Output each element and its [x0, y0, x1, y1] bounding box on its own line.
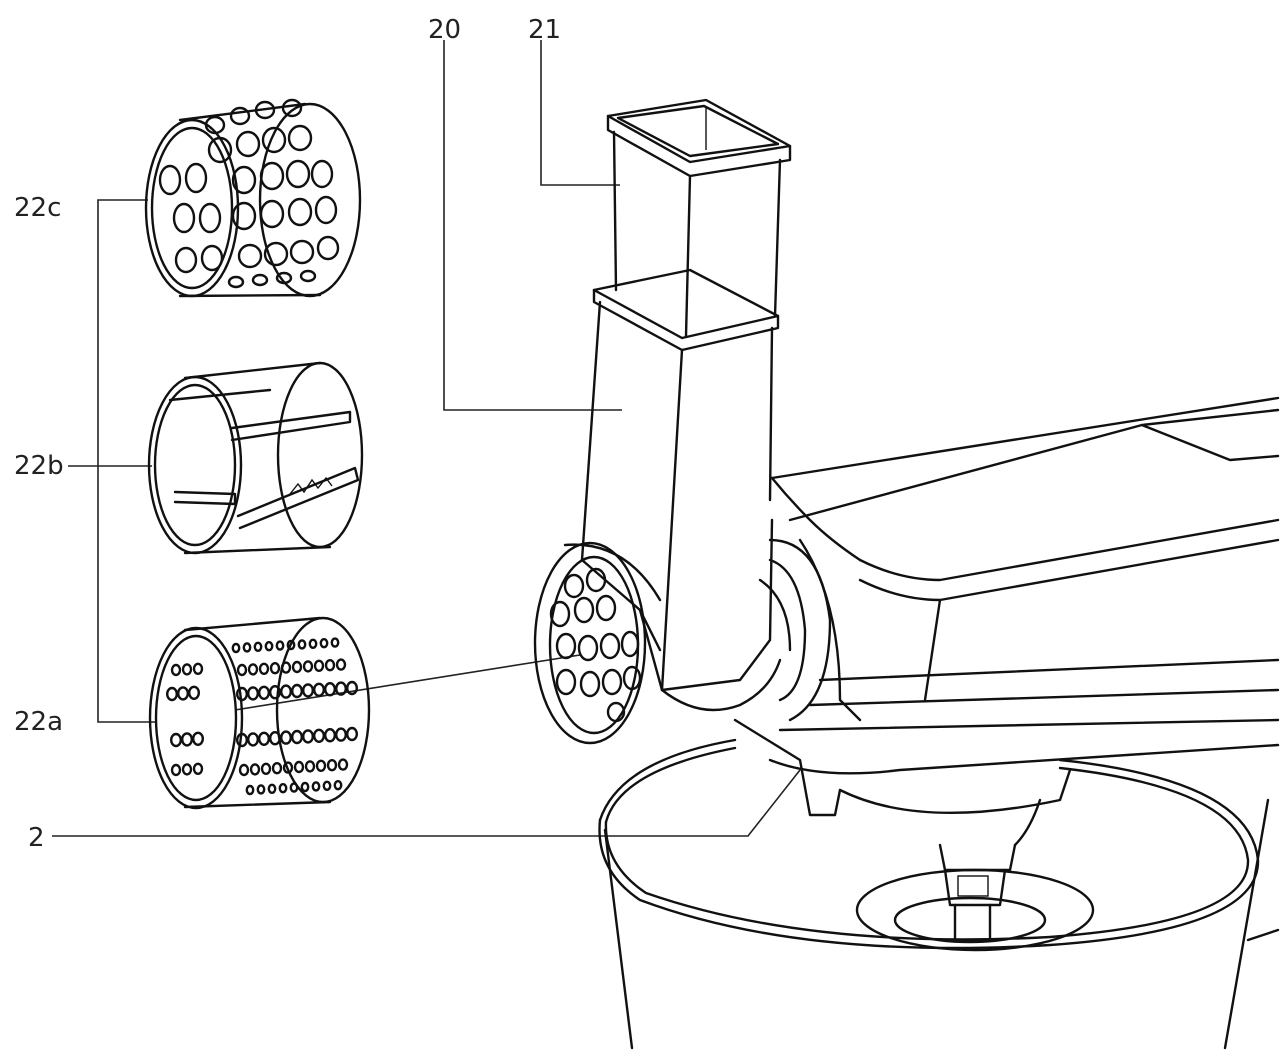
fine-hole	[165, 686, 178, 702]
fine-hole	[258, 662, 270, 675]
fine-hole	[258, 685, 271, 700]
fine-hole	[269, 662, 281, 675]
fine-hole	[181, 663, 193, 676]
drum-22a-holes	[165, 637, 359, 796]
fine-hole	[293, 760, 305, 774]
fine-hole	[335, 658, 347, 671]
label-2: 2	[28, 823, 45, 853]
fine-hole	[302, 729, 315, 744]
fine-hole	[282, 761, 294, 774]
fine-hole	[242, 642, 252, 653]
fine-hole	[238, 763, 250, 777]
label-22a: 22a	[14, 707, 63, 737]
fine-hole	[260, 762, 272, 775]
mixer-body-2	[733, 396, 1280, 942]
fine-hole	[302, 660, 314, 673]
fine-hole	[330, 637, 340, 648]
drum-22a	[148, 616, 371, 810]
leader-2	[52, 769, 801, 837]
fine-hole	[275, 640, 285, 651]
label-22b: 22b	[14, 451, 64, 481]
leader-21	[540, 40, 620, 186]
fine-hole	[269, 685, 282, 700]
fine-hole	[187, 685, 200, 700]
fine-hole	[176, 686, 189, 701]
fine-hole	[180, 732, 193, 747]
leader-lines	[52, 40, 801, 837]
fine-hole	[278, 783, 288, 794]
fine-hole	[235, 732, 248, 748]
bowl	[598, 738, 1280, 1050]
drum-22c-holes	[158, 98, 340, 289]
fine-hole	[313, 659, 325, 672]
fine-hole	[289, 782, 299, 793]
label-22c: 22c	[14, 193, 61, 223]
fine-hole	[181, 763, 193, 776]
housing-20	[580, 268, 782, 712]
fine-hole	[335, 681, 348, 696]
fine-hole	[346, 726, 359, 742]
fine-hole	[300, 781, 310, 793]
fine-hole	[256, 784, 266, 795]
fine-hole	[286, 639, 296, 651]
fine-hole	[313, 728, 326, 743]
fine-hole	[246, 686, 259, 701]
fine-hole	[313, 682, 326, 697]
installed-drum	[533, 541, 662, 745]
fine-hole	[170, 763, 182, 777]
fine-hole	[311, 781, 321, 792]
fine-hole	[322, 780, 332, 791]
fine-hole	[302, 683, 315, 698]
fine-hole	[324, 659, 336, 672]
fine-hole	[308, 638, 318, 649]
fine-hole	[337, 758, 349, 771]
fine-hole	[231, 642, 241, 654]
fine-hole	[267, 783, 277, 794]
fine-hole	[333, 780, 343, 791]
fine-hole	[291, 729, 304, 745]
fine-hole	[326, 759, 338, 772]
fine-hole	[324, 728, 337, 743]
fine-hole	[280, 684, 293, 699]
fine-hole	[253, 641, 263, 652]
leader-20	[443, 40, 622, 411]
drum-22b	[147, 361, 364, 555]
fine-hole	[346, 680, 359, 696]
fine-hole	[280, 661, 292, 674]
fine-hole	[280, 730, 293, 745]
drum-22c	[144, 98, 362, 298]
fine-hole	[247, 663, 259, 676]
pusher-21	[606, 98, 792, 338]
leader-22a-to-drum	[234, 654, 581, 711]
fine-hole	[319, 638, 329, 649]
fine-hole	[291, 683, 304, 699]
fine-hole	[245, 784, 255, 796]
fine-hole	[264, 641, 274, 652]
fine-hole	[192, 662, 204, 675]
fine-hole	[291, 660, 303, 674]
fine-hole	[335, 727, 348, 742]
fine-hole	[192, 762, 204, 775]
fine-hole	[246, 732, 259, 747]
fine-hole	[324, 682, 337, 697]
fine-hole	[269, 731, 282, 746]
fine-hole	[235, 686, 248, 702]
fine-hole	[271, 762, 283, 775]
fine-hole	[249, 763, 261, 776]
fine-hole	[315, 759, 327, 772]
fine-hole	[297, 639, 307, 650]
fine-hole	[191, 731, 204, 746]
leader-22-bracket	[97, 199, 155, 723]
fine-hole	[169, 732, 182, 748]
fine-hole	[304, 760, 316, 773]
label-21: 21	[528, 15, 561, 45]
installed-drum-holes	[549, 567, 642, 723]
fine-hole	[258, 731, 271, 746]
fine-hole	[170, 663, 182, 677]
fine-hole	[236, 663, 248, 677]
